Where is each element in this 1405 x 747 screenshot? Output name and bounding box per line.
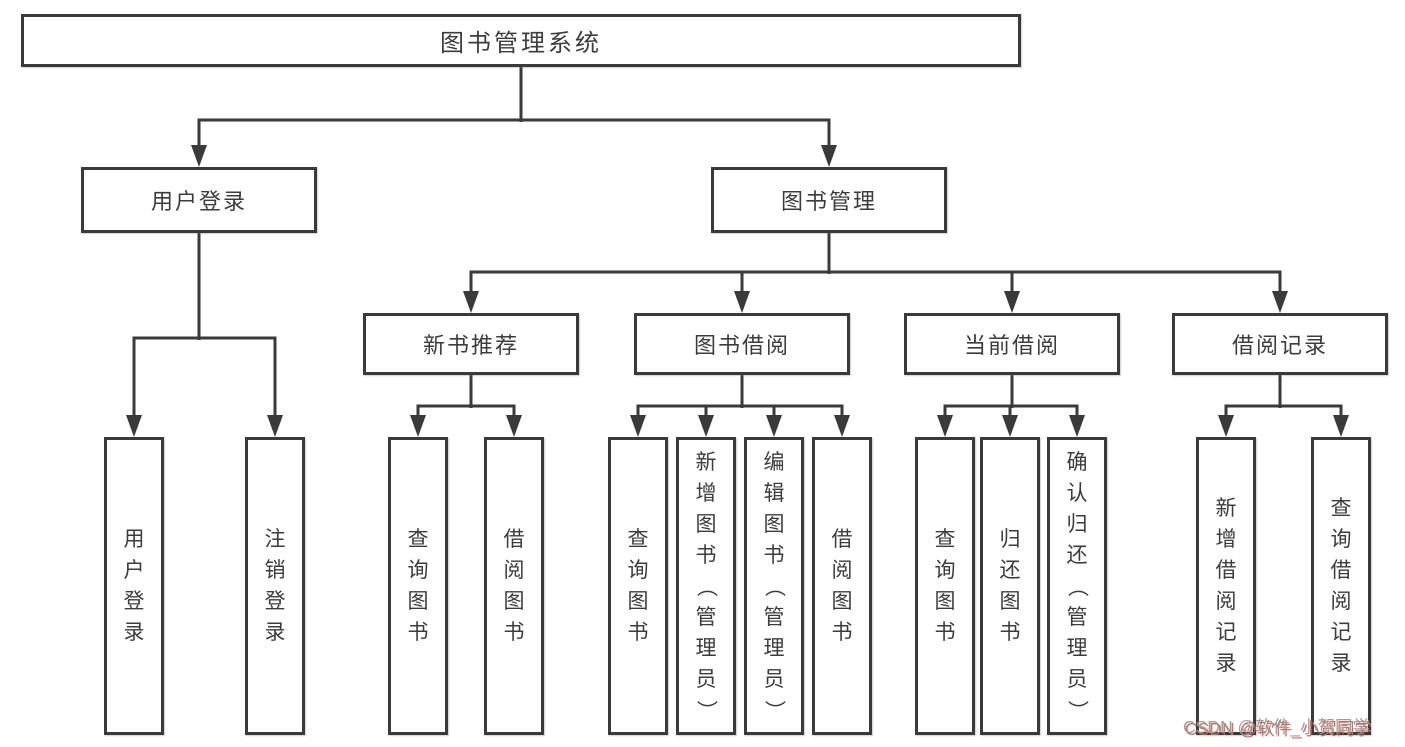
node-label: 新书推荐 xyxy=(422,333,519,358)
node-label: 查询图书 xyxy=(934,528,956,644)
node-label: 确认归还（管理员） xyxy=(1065,450,1089,721)
node-label: 新增图书（管理员） xyxy=(694,450,718,721)
leaf-borrow-books-recommend: 借阅图书 xyxy=(484,437,544,735)
leaf-query-borrow-record: 查询借阅记录 xyxy=(1311,437,1371,735)
node-book-borrowing: 图书借阅 xyxy=(634,313,850,375)
node-label: 借阅记录 xyxy=(1231,333,1328,358)
node-label: 查询图书 xyxy=(627,528,649,644)
node-user-login: 用户登录 xyxy=(81,167,317,233)
leaf-user-login: 用户登录 xyxy=(104,437,164,735)
node-label: 图书管理系统 xyxy=(440,30,602,57)
leaf-logout: 注销登录 xyxy=(245,437,305,735)
node-label: 用户登录 xyxy=(123,528,145,644)
leaf-return-books: 归还图书 xyxy=(980,437,1040,735)
node-label: 查询借阅记录 xyxy=(1330,497,1352,675)
node-label: 借阅图书 xyxy=(831,528,853,644)
node-label: 用户登录 xyxy=(150,189,247,214)
node-label: 新增借阅记录 xyxy=(1215,497,1237,675)
node-label: 借阅图书 xyxy=(503,528,525,644)
node-label: 查询图书 xyxy=(407,528,429,644)
node-label: 当前借阅 xyxy=(963,333,1060,358)
watermark-text: CSDN @软件_小贺同学 xyxy=(1183,717,1370,737)
node-label: 注销登录 xyxy=(264,528,286,644)
node-library-management-system: 图书管理系统 xyxy=(21,14,1021,67)
leaf-query-books-current: 查询图书 xyxy=(915,437,975,735)
leaf-borrow-books: 借阅图书 xyxy=(812,437,872,735)
node-book-management: 图书管理 xyxy=(711,167,947,233)
node-label: 图书借阅 xyxy=(693,333,790,358)
node-new-book-recommend: 新书推荐 xyxy=(363,313,579,375)
watermark: CSDN @软件_小贺同学 xyxy=(1183,714,1370,739)
node-borrowing-records: 借阅记录 xyxy=(1172,313,1388,375)
leaf-edit-books-admin: 编辑图书（管理员） xyxy=(744,437,804,735)
node-label: 归还图书 xyxy=(999,528,1021,644)
leaf-query-books-borrow: 查询图书 xyxy=(608,437,668,735)
node-current-borrowing: 当前借阅 xyxy=(904,313,1120,375)
leaf-query-books-recommend: 查询图书 xyxy=(388,437,448,735)
leaf-add-borrow-record: 新增借阅记录 xyxy=(1196,437,1256,735)
node-label: 编辑图书（管理员） xyxy=(762,450,786,721)
node-label: 图书管理 xyxy=(780,189,877,214)
leaf-confirm-return-admin: 确认归还（管理员） xyxy=(1047,437,1107,735)
leaf-add-books-admin: 新增图书（管理员） xyxy=(676,437,736,735)
